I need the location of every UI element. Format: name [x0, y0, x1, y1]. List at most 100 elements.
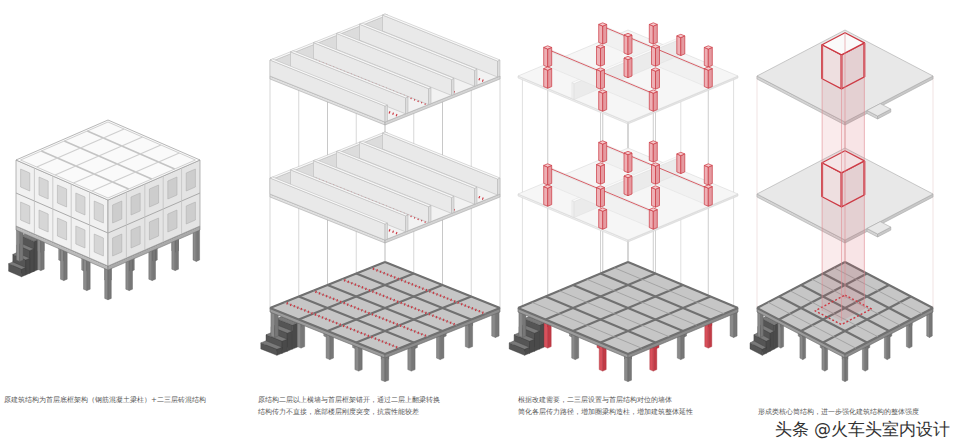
beam: [573, 285, 683, 331]
column: [758, 312, 761, 338]
cross-wall: [385, 105, 388, 122]
bay-line: [71, 184, 72, 250]
column: [20, 230, 23, 261]
structural-post: [597, 68, 605, 71]
column: [271, 312, 275, 338]
structural-post: [653, 142, 657, 162]
cross-wall: [385, 223, 388, 240]
structural-post: [544, 164, 552, 167]
beam: [601, 274, 711, 320]
structural-post: [599, 141, 607, 144]
column: [628, 356, 632, 381]
structural-post: [652, 165, 656, 185]
structural-post: [624, 153, 628, 173]
secondary-beam: [532, 302, 642, 348]
column: [41, 239, 44, 270]
column: [152, 249, 155, 280]
structural-post: [649, 210, 653, 230]
partition-wall: [55, 137, 142, 175]
column: [385, 356, 389, 381]
structural-post: [656, 47, 660, 67]
stair: [26, 258, 30, 275]
secondary-beam: [284, 302, 399, 348]
structural-post: [601, 47, 605, 67]
cross-wall: [475, 187, 478, 204]
structural-post: [544, 67, 552, 70]
structural-post: [704, 46, 712, 49]
secondary-beam: [313, 291, 428, 337]
core-edge: [845, 33, 846, 299]
column: [778, 323, 781, 349]
structural-post: [624, 35, 628, 55]
beam: [356, 274, 471, 320]
caption-text: 原建筑结构为首层底框架构（钢筋混凝土梁柱）+二三层砖混结构: [4, 396, 206, 404]
window-opening: [149, 218, 158, 240]
partition-wall: [87, 131, 174, 169]
column: [359, 346, 363, 372]
structural-post: [628, 35, 632, 55]
column: [862, 346, 865, 372]
column: [175, 239, 178, 270]
beam: [573, 285, 683, 331]
structural-post: [681, 154, 685, 174]
stair: [540, 323, 545, 349]
column: [297, 323, 301, 349]
structural-post: [548, 69, 552, 89]
structural-post: [656, 70, 660, 90]
partition-wall: [64, 141, 151, 179]
floor-plate: [518, 148, 738, 240]
column: [172, 239, 175, 270]
beam: [270, 308, 385, 354]
structural-post: [649, 142, 653, 162]
window-opening: [131, 226, 140, 248]
structural-post: [597, 163, 605, 166]
column: [845, 356, 848, 381]
bay-line: [52, 176, 53, 242]
bay-line: [89, 192, 90, 258]
beam: [518, 308, 628, 354]
window-opening: [113, 234, 122, 256]
partition-wall: [74, 145, 161, 183]
structural-post: [544, 47, 548, 67]
column: [87, 259, 90, 290]
structural-post: [704, 67, 712, 70]
structural-post: [599, 92, 603, 112]
window-opening: [21, 169, 30, 191]
structural-post: [704, 185, 712, 188]
cross-wall: [270, 59, 388, 106]
structural-post: [544, 46, 552, 49]
caption-text: 根据改建需要，二三层设置与首层结构对位的墙体: [518, 396, 672, 404]
column: [865, 346, 868, 372]
bay-line: [144, 184, 145, 250]
core-edge: [841, 55, 842, 321]
red-column: [603, 346, 607, 372]
core-edge: [864, 43, 865, 309]
stair: [30, 249, 34, 273]
structural-post: [624, 151, 632, 154]
structural-post: [599, 142, 603, 162]
column: [330, 334, 334, 360]
caption-text: 结构传力不直接，底部楼层刚度突变，抗震性能较差: [258, 408, 419, 416]
cross-wall: [475, 69, 478, 86]
structural-post: [649, 24, 653, 44]
structural-post: [599, 90, 607, 93]
structural-post: [656, 188, 660, 208]
column: [149, 249, 152, 280]
structural-post: [597, 186, 605, 189]
red-column: [650, 346, 654, 372]
structural-post: [603, 92, 607, 112]
column: [105, 268, 108, 299]
structural-post: [544, 185, 552, 188]
column: [803, 334, 806, 360]
column: [38, 239, 41, 270]
structural-post: [656, 165, 660, 185]
structural-post: [599, 23, 607, 26]
window-opening: [76, 226, 85, 248]
plate-extension: [867, 104, 891, 116]
column: [519, 312, 523, 338]
structural-post: [624, 58, 628, 78]
structural-post: [649, 90, 657, 93]
stair: [282, 339, 287, 353]
structural-post: [681, 36, 685, 56]
